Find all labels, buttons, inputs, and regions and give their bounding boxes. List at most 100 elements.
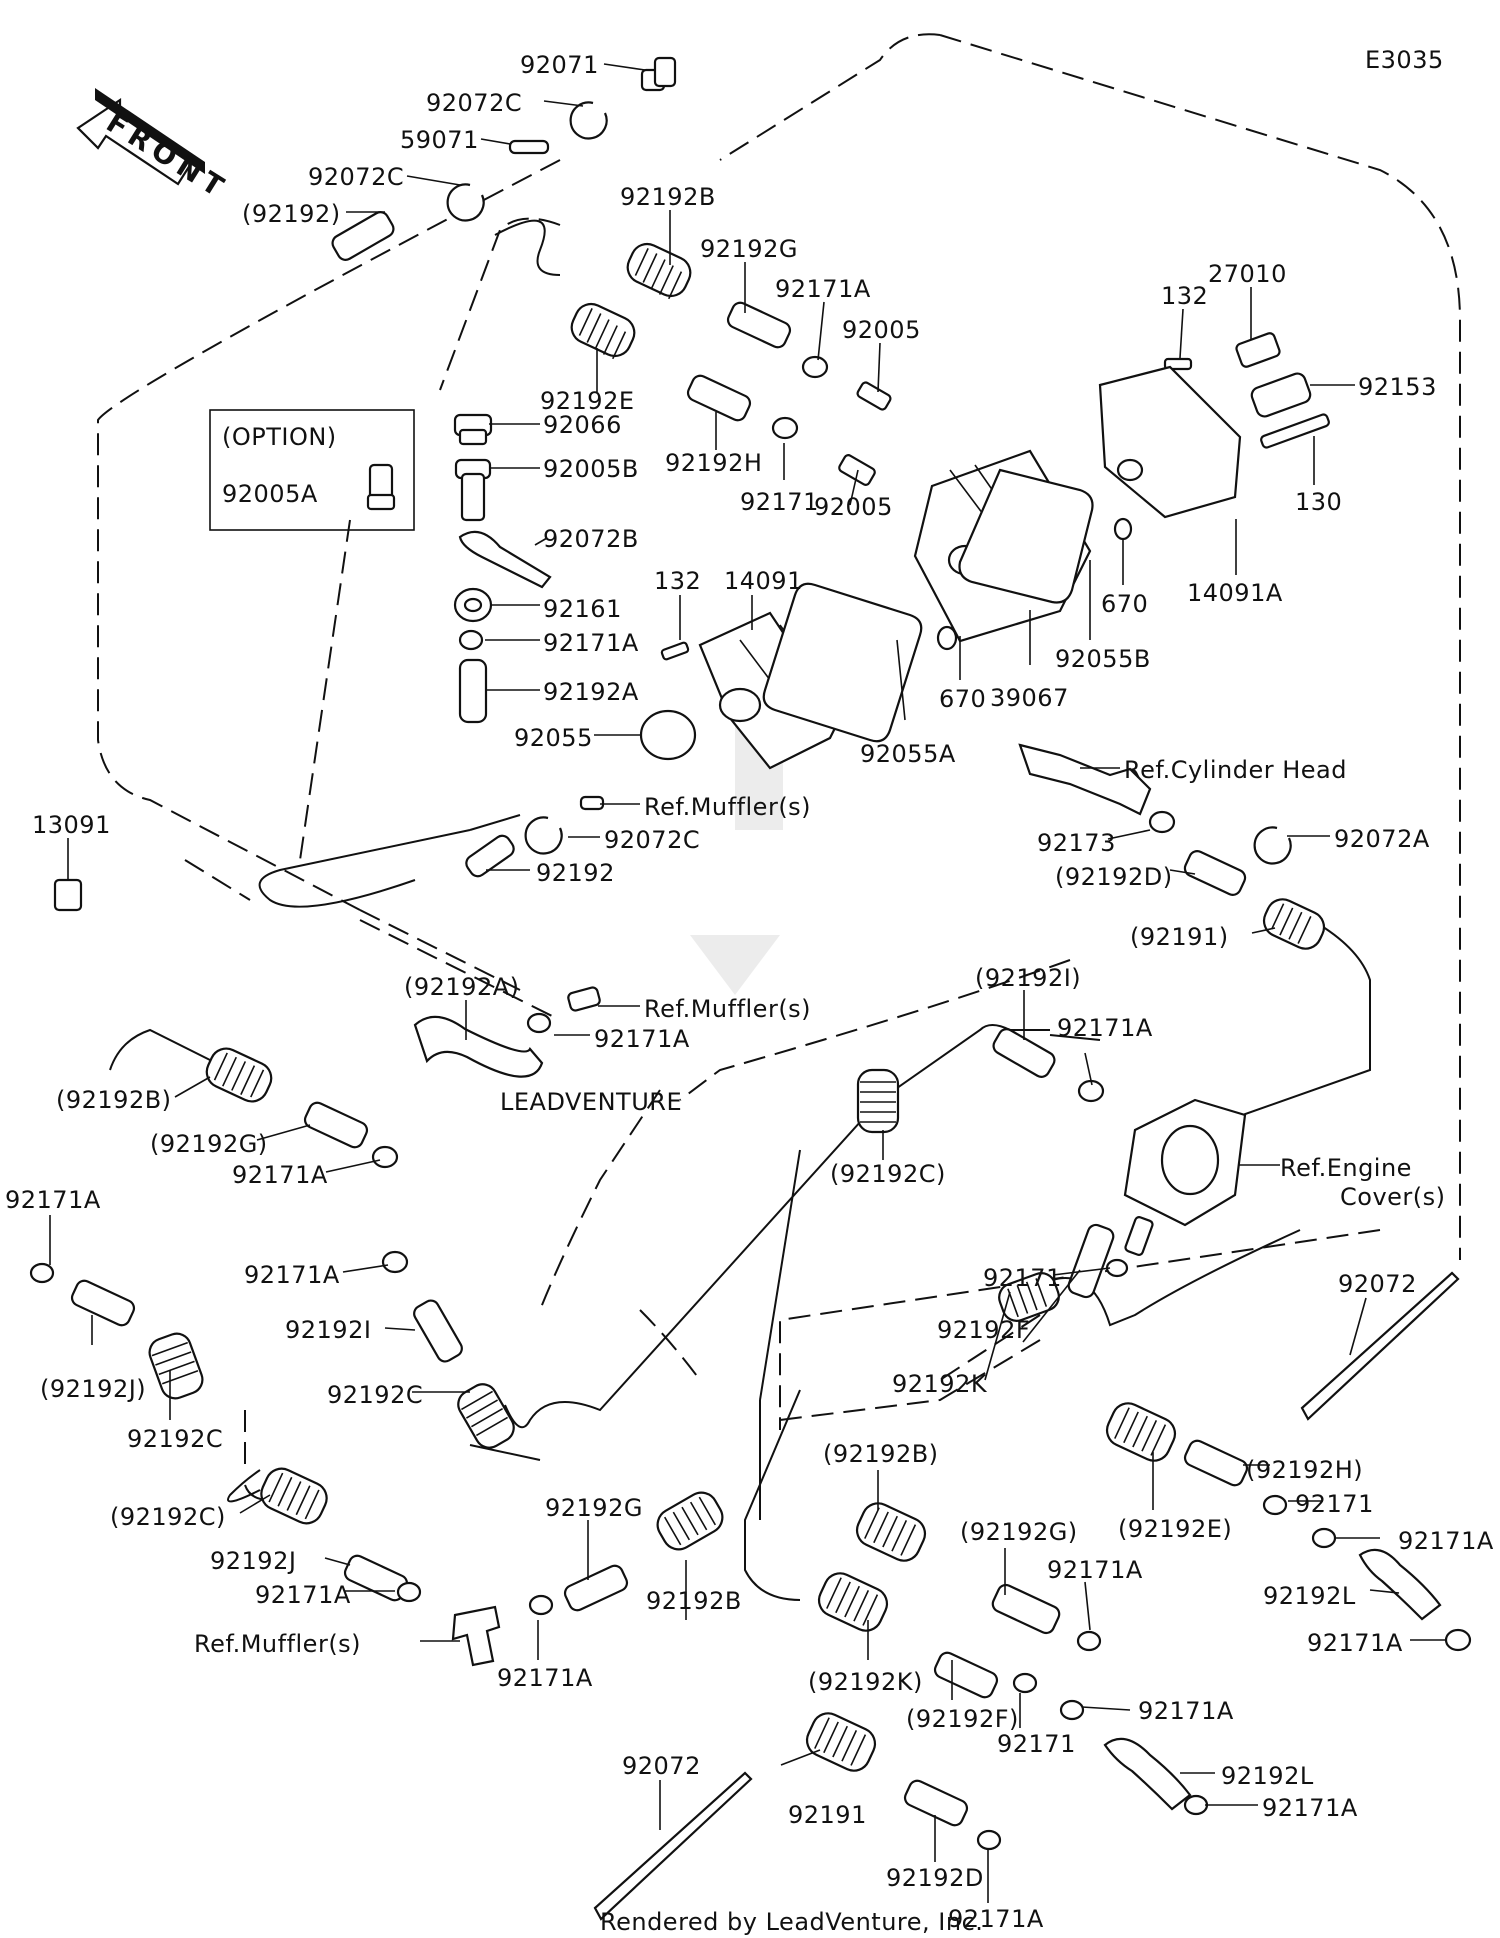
label-92192J-paren[interactable]: (92192J) — [40, 1375, 146, 1403]
label-92192F[interactable]: 92192F — [937, 1316, 1030, 1344]
label-92192E-paren[interactable]: (92192E) — [1118, 1515, 1232, 1543]
label-92171A-b[interactable]: 92171A — [497, 1664, 593, 1692]
label-92192L-r[interactable]: 92192L — [1263, 1582, 1356, 1610]
tube-92192D-paren[interactable] — [1182, 849, 1247, 898]
label-92192L-b[interactable]: 92192L — [1221, 1762, 1314, 1790]
clamp-92171-r[interactable] — [1262, 1494, 1288, 1516]
clamp-92171-b[interactable] — [1012, 1672, 1038, 1694]
label-670-right[interactable]: 670 — [1101, 590, 1148, 618]
ref-engine-cover-housing[interactable] — [1123, 1098, 1247, 1256]
tube-92192G-bl[interactable] — [562, 1563, 629, 1613]
label-92171A-r2[interactable]: 92171A — [1307, 1629, 1403, 1657]
clamp-92171A-c3[interactable] — [1076, 1630, 1102, 1652]
label-92072B[interactable]: 92072B — [543, 525, 639, 553]
coil-hose-92192K-paren[interactable] — [814, 1568, 892, 1636]
label-92055B[interactable]: 92055B — [1055, 645, 1151, 673]
label-14091A[interactable]: 14091A — [1187, 579, 1283, 607]
label-13091[interactable]: 13091 — [32, 811, 111, 839]
circlip-92072A[interactable] — [1253, 826, 1292, 865]
nipple-ref-muffler-2[interactable] — [567, 986, 601, 1012]
tube-92192H-paren[interactable] — [1182, 1438, 1249, 1488]
gasket-92055B[interactable] — [958, 468, 1094, 604]
label-92192A[interactable]: 92192A — [543, 678, 639, 706]
clamp-92171A-b[interactable] — [528, 1594, 554, 1616]
nipple-ref-muffler-1[interactable] — [579, 795, 605, 811]
label-ref-muffler-1[interactable]: Ref.Muffler(s) — [644, 793, 811, 821]
label-92192J[interactable]: 92192J — [210, 1547, 296, 1575]
fitting-92071[interactable] — [640, 56, 677, 92]
tube-92192G-top[interactable] — [725, 300, 792, 350]
gasket-92055A[interactable] — [762, 582, 923, 743]
tube-92192G-paren-l[interactable] — [302, 1100, 369, 1150]
label-14091[interactable]: 14091 — [724, 567, 803, 595]
tube-92192D[interactable] — [902, 1778, 969, 1828]
clamp-92171A-r2[interactable] — [1444, 1628, 1472, 1652]
label-92071[interactable]: 92071 — [520, 51, 599, 79]
label-92171A-r1[interactable]: 92171A — [1398, 1527, 1494, 1555]
label-ref-engine-cover-2[interactable]: Cover(s) — [1340, 1183, 1446, 1211]
label-92171-r[interactable]: 92171 — [1295, 1490, 1374, 1518]
coil-hose-92192C-bl[interactable] — [453, 1379, 519, 1453]
label-130[interactable]: 130 — [1295, 488, 1342, 516]
label-92192H-top[interactable]: 92192H — [665, 449, 762, 477]
label-92005-mid[interactable]: 92005 — [814, 493, 893, 521]
tube-92192A-paren[interactable] — [413, 1015, 544, 1078]
tube-92192L-r[interactable] — [1358, 1548, 1442, 1621]
label-ref-engine-cover-1[interactable]: Ref.Engine — [1280, 1154, 1412, 1182]
coil-hose-92192C-center[interactable] — [856, 1068, 900, 1134]
label-92192C-l[interactable]: 92192C — [127, 1425, 223, 1453]
label-92171-c[interactable]: 92171 — [983, 1264, 1062, 1292]
label-92192F-paren[interactable]: (92192F) — [906, 1705, 1019, 1733]
label-92072-r[interactable]: 92072 — [1338, 1270, 1417, 1298]
coil-hose-92192B-b[interactable] — [652, 1487, 728, 1555]
plug-13091[interactable] — [53, 878, 83, 912]
cable-tie-92072-b[interactable] — [593, 1771, 753, 1921]
tube-92192J-paren[interactable] — [69, 1278, 136, 1328]
label-92192G-top[interactable]: 92192G — [700, 235, 798, 263]
label-92192B-top[interactable]: 92192B — [620, 183, 716, 211]
label-92161[interactable]: 92161 — [543, 595, 622, 623]
clamp-92171A-l[interactable] — [371, 1145, 399, 1169]
coil-hose-92191[interactable] — [802, 1708, 880, 1776]
fitting-92005A-option[interactable] — [366, 463, 396, 511]
label-92171A-top[interactable]: 92171A — [775, 275, 871, 303]
coil-hose-92192B-top[interactable] — [622, 239, 695, 301]
option-part-label[interactable]: 92005A — [222, 480, 318, 508]
sensor-27010[interactable] — [1235, 332, 1281, 368]
label-132-top[interactable]: 132 — [1161, 282, 1208, 310]
label-92192D[interactable]: 92192D — [886, 1864, 984, 1892]
tube-92192A[interactable] — [458, 658, 488, 724]
clamp-92171A-r1[interactable] — [1311, 1527, 1337, 1549]
coil-hose-92192C-left[interactable] — [146, 1330, 207, 1403]
clamp-92171A-mid[interactable] — [458, 629, 484, 651]
label-92192H-paren[interactable]: (92192H) — [1246, 1456, 1363, 1484]
fitting-ref-cyl-head[interactable] — [1018, 743, 1152, 816]
bolt-130[interactable] — [1260, 413, 1330, 449]
tube-92192L-b[interactable] — [1103, 1737, 1192, 1811]
tube-92192[interactable] — [330, 209, 397, 263]
coil-hose-92192E-paren[interactable] — [1102, 1398, 1180, 1466]
coil-hose-92192B-paren-c[interactable] — [852, 1498, 930, 1566]
coil-hose-92191-right[interactable] — [1259, 894, 1329, 954]
tube-92192F[interactable] — [1066, 1223, 1115, 1300]
label-92173[interactable]: 92173 — [1037, 829, 1116, 857]
cable-tie-92072-r[interactable] — [1300, 1271, 1460, 1421]
label-92192E-top[interactable]: 92192E — [540, 387, 635, 415]
tube-92192-mid[interactable] — [463, 833, 517, 880]
label-92192B-paren-c[interactable]: (92192B) — [823, 1440, 939, 1468]
label-92055[interactable]: 92055 — [514, 724, 593, 752]
label-92192I-bl[interactable]: 92192I — [285, 1316, 371, 1344]
label-92191-paren[interactable]: (92191) — [1130, 923, 1229, 951]
label-92192G-paren-c[interactable]: (92192G) — [960, 1518, 1078, 1546]
circlip-92072C-2[interactable] — [446, 183, 485, 222]
label-92171A-b4[interactable]: 92171A — [948, 1905, 1044, 1933]
pin-59071[interactable] — [508, 139, 550, 155]
clamp-92171A-c1[interactable] — [526, 1012, 552, 1034]
clamp-92171A-bl2[interactable] — [396, 1581, 422, 1603]
label-92055A[interactable]: 92055A — [860, 740, 956, 768]
label-ref-muffler-3[interactable]: Ref.Muffler(s) — [194, 1630, 361, 1658]
label-27010[interactable]: 27010 — [1208, 260, 1287, 288]
coil-hose-92192E-top[interactable] — [566, 299, 639, 361]
label-92192K[interactable]: 92192K — [892, 1370, 988, 1398]
circlip-92072C-top[interactable] — [569, 101, 608, 140]
